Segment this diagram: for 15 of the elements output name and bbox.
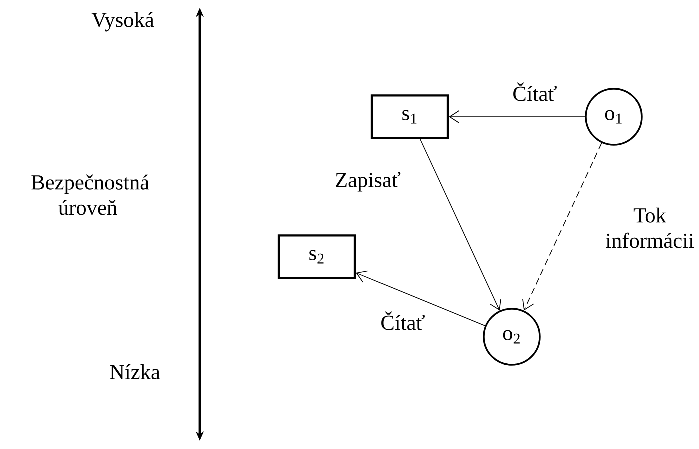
- axis-label: Nízka: [110, 364, 160, 380]
- arrow: [449, 110, 586, 124]
- process-box: s$_{2}$: [278, 234, 356, 280]
- axis-label: Bezpečnostná úroveň: [32, 174, 150, 216]
- axis-label: Vysoká: [92, 12, 154, 32]
- edge-label: Čítať: [514, 82, 557, 102]
- edge-label: Čítať: [382, 312, 425, 330]
- arrow: [522, 142, 602, 311]
- process-box: s$_{1}$: [370, 94, 450, 140]
- arrow: [356, 270, 486, 326]
- edge-label: Zapisať: [336, 172, 401, 192]
- arrow: [420, 138, 502, 311]
- circle-node: o$_{2}$: [483, 308, 541, 366]
- edge-label: Tok informácii: [606, 208, 694, 248]
- circle-node: o$_{1}$: [585, 88, 643, 146]
